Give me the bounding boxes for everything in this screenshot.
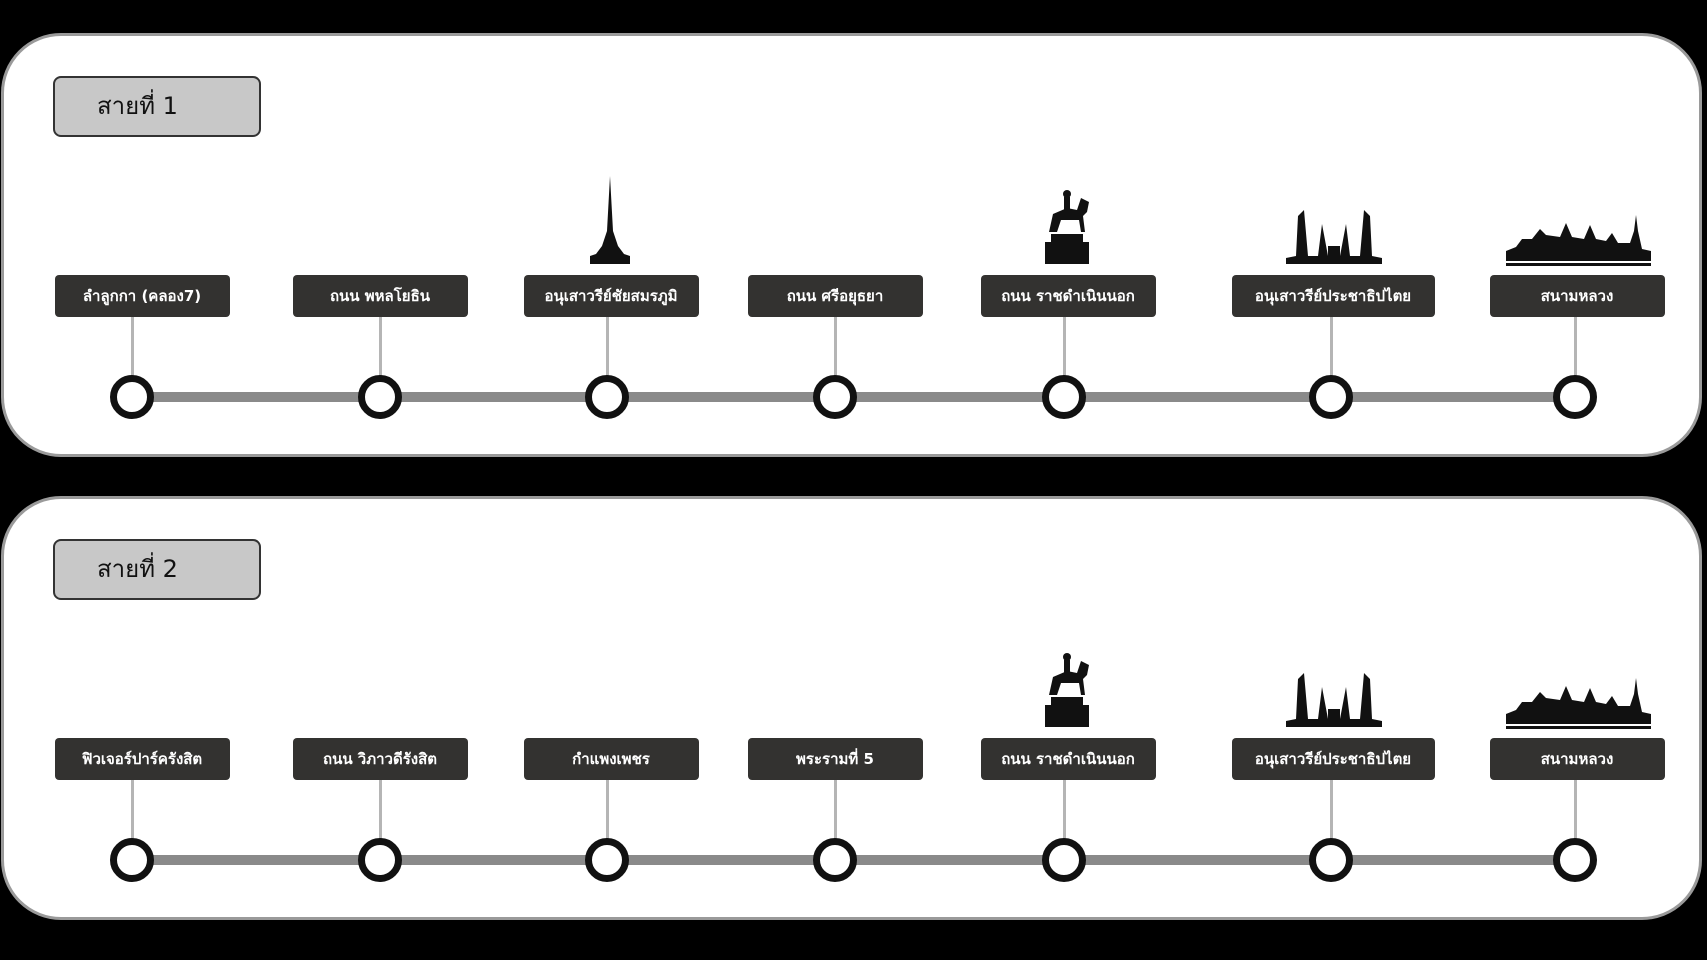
- democracy-monument-icon: [1284, 669, 1384, 733]
- stop-marker: [358, 375, 402, 419]
- stop-label: สนามหลวง: [1489, 275, 1665, 317]
- stop-label: ลำลูกกา (คลอง7): [54, 275, 230, 317]
- stop-label: อนุเสาวรีย์ประชาธิปไตย: [1231, 275, 1435, 317]
- stop-label: พระรามที่ 5: [747, 738, 923, 780]
- stop-label: กำแพงเพชร: [523, 738, 699, 780]
- stop-connector: [1330, 769, 1333, 859]
- stop-connector: [1063, 306, 1066, 396]
- stop-marker: [1042, 838, 1086, 882]
- stop-marker: [358, 838, 402, 882]
- route-title: สายที่ 2: [53, 539, 261, 600]
- stop-connector: [834, 306, 837, 396]
- stop-label: อนุเสาวรีย์ชัยสมรภูมิ: [523, 275, 699, 317]
- route-panel-1: สายที่ 1 ลำลูกกา (คลอง7) ถนน พหลโยธิน อนุเ…: [1, 33, 1702, 457]
- stop-label: ฟิวเจอร์ปาร์ครังสิต: [54, 738, 230, 780]
- victory-monument-icon: [580, 176, 640, 270]
- stop-connector: [379, 769, 382, 859]
- stop-connector: [1574, 769, 1577, 859]
- stop-marker: [1553, 375, 1597, 419]
- stop-label: สนามหลวง: [1489, 738, 1665, 780]
- stop-marker: [1309, 375, 1353, 419]
- stop-marker: [1309, 838, 1353, 882]
- stop-marker: [585, 838, 629, 882]
- route-panel-2: สายที่ 2 ฟิวเจอร์ปาร์ครังสิต ถนน วิภาวดีร…: [1, 496, 1702, 920]
- grand-palace-icon: [1505, 211, 1651, 270]
- stop-connector: [606, 306, 609, 396]
- stop-label: ถนน ราชดำเนินนอก: [980, 738, 1156, 780]
- stop-connector: [1574, 306, 1577, 396]
- equestrian-statue-icon: [1037, 186, 1097, 270]
- stop-marker: [110, 375, 154, 419]
- stop-connector: [131, 769, 134, 859]
- stop-connector: [834, 769, 837, 859]
- stop-marker: [110, 838, 154, 882]
- stop-connector: [606, 769, 609, 859]
- stop-label: ถนน พหลโยธิน: [292, 275, 468, 317]
- stop-connector: [379, 306, 382, 396]
- stop-marker: [1042, 375, 1086, 419]
- stop-marker: [813, 375, 857, 419]
- stop-connector: [1063, 769, 1066, 859]
- stop-label: อนุเสาวรีย์ประชาธิปไตย: [1231, 738, 1435, 780]
- stop-marker: [1553, 838, 1597, 882]
- stop-label: ถนน ราชดำเนินนอก: [980, 275, 1156, 317]
- stop-label: ถนน ศรีอยุธยา: [747, 275, 923, 317]
- route-title: สายที่ 1: [53, 76, 261, 137]
- grand-palace-icon: [1505, 674, 1651, 733]
- stop-connector: [1330, 306, 1333, 396]
- equestrian-statue-icon: [1037, 649, 1097, 733]
- stop-label: ถนน วิภาวดีรังสิต: [292, 738, 468, 780]
- stop-marker: [813, 838, 857, 882]
- stop-connector: [131, 306, 134, 396]
- stop-marker: [585, 375, 629, 419]
- democracy-monument-icon: [1284, 206, 1384, 270]
